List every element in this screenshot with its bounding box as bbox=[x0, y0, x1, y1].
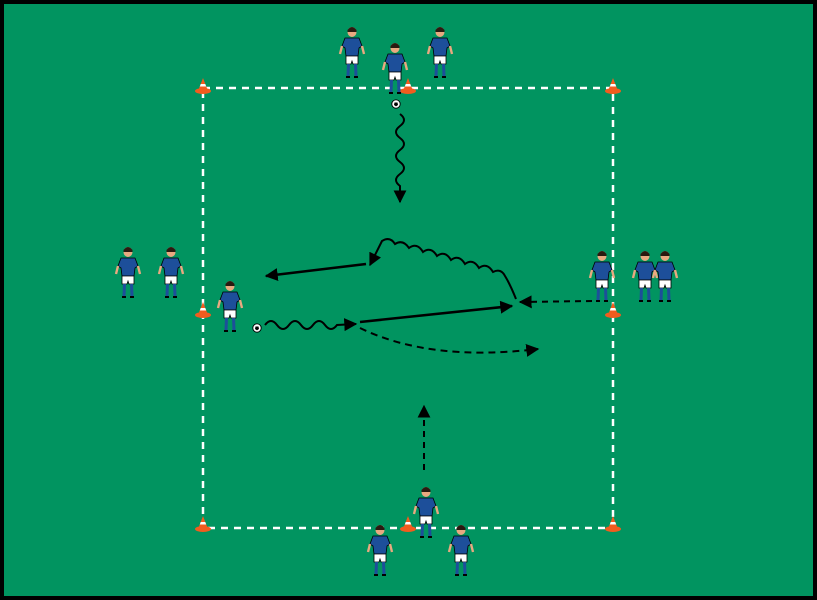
dribble-arrow bbox=[369, 238, 517, 300]
soccer-ball-icon bbox=[391, 99, 401, 109]
dribble-arrow bbox=[393, 113, 407, 204]
pass-arrow bbox=[359, 300, 514, 324]
run-arrow bbox=[518, 295, 593, 309]
pass-arrow bbox=[264, 262, 367, 282]
soccer-ball-icon bbox=[252, 323, 262, 333]
run-arrow bbox=[359, 327, 540, 357]
dribble-arrow bbox=[264, 318, 358, 332]
